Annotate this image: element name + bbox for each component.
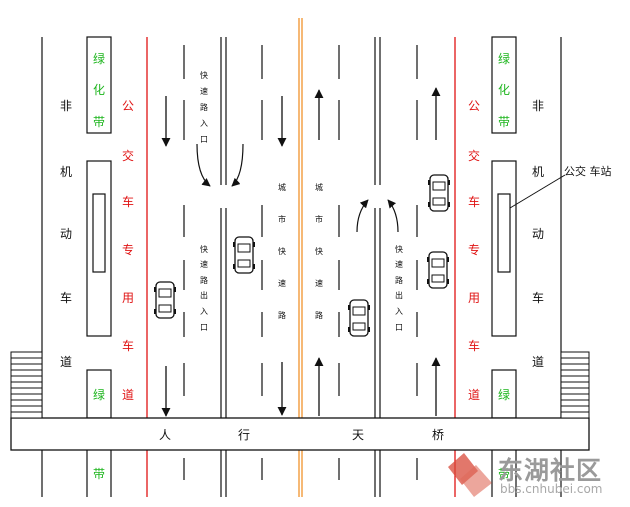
ramp-out-right-label-6: 口 — [395, 323, 403, 332]
bus-lane-left-label-7: 道 — [122, 388, 134, 402]
expressway-right-label-1: 城 — [315, 183, 323, 192]
bus-lane-left-label-4: 专 — [122, 242, 134, 257]
expressway-right-label-2: 市 — [315, 214, 323, 224]
bus-lane-left-label-2: 交 — [122, 148, 134, 163]
nonmotor-lane-right-label-1: 非 — [532, 99, 544, 113]
nonmotor-lane-left-label-4: 车 — [60, 290, 72, 305]
bus-lane-right-label-1: 公 — [468, 99, 480, 113]
ramp-out-right-label-4: 出 — [395, 290, 403, 300]
nonmotor-lane-right-label-3: 动 — [532, 227, 544, 241]
green-belt-bottom-right-label-upper: 绿 — [498, 387, 510, 402]
bus-lane-right-label-4: 专 — [468, 242, 480, 257]
ramp-in-left-label-4: 入 — [200, 119, 208, 128]
stairs-left — [10, 351, 43, 419]
nonmotor-lane-left-label-2: 机 — [60, 165, 72, 179]
ramp-out-left-label-4: 出 — [200, 290, 208, 300]
ramp-out-left-label-2: 速 — [200, 260, 208, 269]
watermark: 东湖社区 bbs.cnhubei.com — [444, 449, 624, 501]
bus-lane-left-label-6: 车 — [122, 338, 134, 353]
bridge-label-2: 行 — [238, 428, 250, 442]
ramp-in-left-label-3: 路 — [200, 102, 208, 112]
expressway-right-label-3: 快 — [315, 246, 323, 256]
ramp-out-right-label-5: 入 — [395, 307, 403, 316]
car-2 — [153, 281, 177, 319]
expressway-left-label-3: 快 — [278, 246, 286, 256]
ramp-out-left-label-5: 入 — [200, 307, 208, 316]
green-belt-top-right-label-3: 带 — [498, 115, 510, 129]
green-belt-top-right-label-2: 化 — [498, 83, 510, 97]
green-belt-bottom-left-label-upper: 绿 — [93, 387, 105, 402]
arrow-ramp-diverge-right — [356, 199, 399, 233]
green-belt-top-right — [491, 36, 517, 134]
expressway-left-label-1: 城 — [278, 183, 286, 192]
expressway-left-label-4: 速 — [278, 279, 286, 288]
bus-station-right — [491, 160, 517, 337]
arrow-ramp-merge-left — [196, 143, 244, 187]
green-belt-top-right-label-1: 绿 — [498, 51, 510, 66]
nonmotor-lane-right-label-5: 道 — [532, 355, 544, 369]
bus-station-pointer — [509, 174, 566, 209]
ramp-in-left-label-1: 快 — [200, 70, 208, 80]
bridge-label-1: 人 — [159, 428, 171, 442]
green-belt-top-left-label-2: 化 — [93, 83, 105, 97]
center-median — [298, 18, 303, 497]
green-belt-top-left-label-1: 绿 — [93, 51, 105, 66]
watermark-brand: 东湖社区 — [498, 456, 603, 485]
ramp-out-right-label-3: 路 — [395, 275, 403, 285]
bus-lane-left-label-3: 车 — [122, 194, 134, 209]
bus-lane-right-label-7: 道 — [468, 388, 480, 402]
bus-lane-left-label-1: 公 — [122, 99, 134, 113]
bus-lane-right-label-6: 车 — [468, 338, 480, 353]
car-5 — [426, 251, 450, 289]
ramp-out-left-label-6: 口 — [200, 323, 208, 332]
green-belt-bottom-right-label-lower: 带 — [498, 467, 510, 481]
nonmotor-lane-left-label-5: 道 — [60, 355, 72, 369]
bus-station-label: 公交 车站 — [564, 164, 612, 178]
nonmotor-lane-left-label-3: 动 — [60, 227, 72, 241]
expressway-left-label-2: 市 — [278, 214, 286, 224]
ramp-out-left-label-3: 路 — [200, 275, 208, 285]
lane-dashes — [183, 45, 418, 480]
road-edges — [41, 37, 562, 497]
stairs-right — [560, 351, 590, 419]
bus-lane-right-label-3: 车 — [468, 194, 480, 209]
pedestrian-bridge — [10, 417, 590, 451]
car-3 — [347, 299, 371, 337]
ramp-out-right-label-1: 快 — [395, 244, 403, 254]
bus-lane-right-label-2: 交 — [468, 148, 480, 163]
expressway-right-label-5: 路 — [315, 310, 323, 320]
watermark-url: bbs.cnhubei.com — [500, 482, 603, 496]
expressway-left-label-5: 路 — [278, 310, 286, 320]
ramp-out-right-label-2: 速 — [395, 260, 403, 269]
nonmotor-lane-left-label-1: 非 — [60, 99, 72, 113]
car-1 — [232, 236, 256, 274]
bus-station-left — [86, 160, 112, 337]
car-4 — [427, 174, 451, 212]
green-belt-top-left-label-3: 带 — [93, 115, 105, 129]
bus-lane-right-label-5: 用 — [468, 291, 480, 305]
bridge-label-4: 桥 — [432, 428, 444, 442]
green-belt-bottom-left-label-lower: 带 — [93, 467, 105, 481]
nonmotor-lane-right-label-2: 机 — [532, 165, 544, 179]
bus-lane-left-label-5: 用 — [122, 291, 134, 305]
green-belt-top-left — [86, 36, 112, 134]
nonmotor-lane-right-label-4: 车 — [532, 290, 544, 305]
ramp-in-left-label-5: 口 — [200, 135, 208, 144]
ramp-in-left-label-2: 速 — [200, 87, 208, 96]
bridge-label-3: 天 — [352, 428, 364, 442]
ramp-out-left-label-1: 快 — [200, 244, 208, 254]
expressway-right-label-4: 速 — [315, 279, 323, 288]
watermark-logo-icon — [448, 453, 492, 497]
